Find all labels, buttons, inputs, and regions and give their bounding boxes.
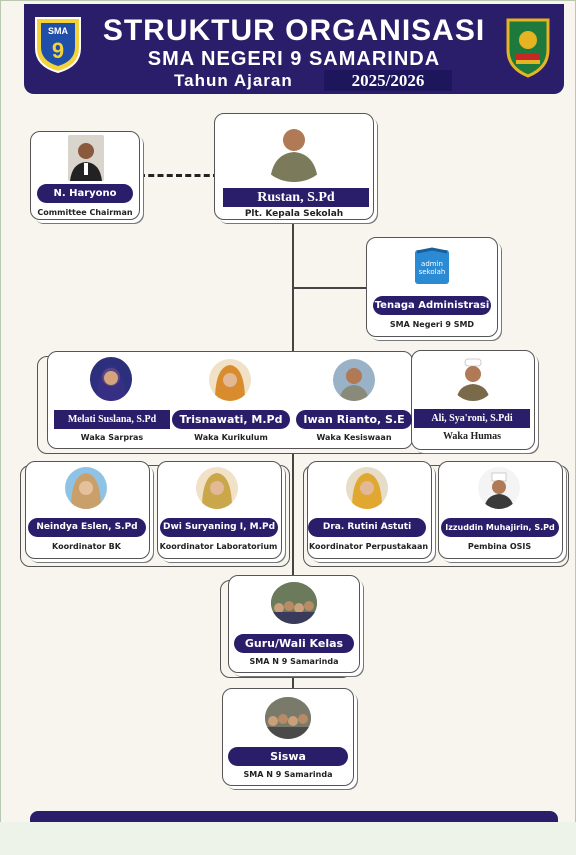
waka-role-2: Waka Kurikulum (194, 433, 268, 442)
year-label: Tahun Ajaran (174, 71, 293, 90)
committee-role: Committee Chairman (37, 208, 133, 217)
coordinator-photo-3 (346, 467, 388, 509)
coordinator-name-2: Dwi Suryaning I, M.Pd (160, 518, 278, 537)
students-name: Siswa (228, 747, 348, 766)
waka-name-2: Trisnawati, M.Pd (172, 410, 290, 429)
bottom-margin (0, 822, 576, 855)
waka-photo-2 (209, 359, 251, 401)
waka-photo-4 (450, 355, 496, 401)
waka-photo-3 (333, 359, 375, 401)
principal-photo (258, 118, 330, 182)
waka-name-4: Ali, Sya'roni, S.Pdi (414, 409, 530, 428)
students-card: Siswa SMA N 9 Samarinda (222, 688, 354, 786)
waka-role-3: Waka Kesiswaan (316, 433, 392, 442)
admin-role: SMA Negeri 9 SMD (389, 320, 475, 329)
svg-text:admin: admin (421, 260, 443, 268)
teachers-name: Guru/Wali Kelas (234, 634, 354, 653)
coordinator-name-4: Izzuddin Muhajirin, S.Pd (441, 518, 559, 537)
teachers-students-connector (292, 672, 294, 692)
province-emblem-icon (502, 14, 554, 78)
page-subtitle: SMA NEGERI 9 SAMARINDA (147, 48, 441, 70)
teachers-role: SMA N 9 Samarinda (249, 657, 339, 666)
students-photo (265, 697, 311, 739)
coordinator-name-3: Dra. Rutini Astuti (308, 518, 426, 537)
waka-role-4: Waka Humas (442, 431, 502, 442)
admin-connector (292, 287, 366, 289)
principal-card: Rustan, S.Pd Plt. Kepala Sekolah (214, 113, 374, 220)
waka-name-1: Melati Suslana, S.Pd (54, 410, 170, 429)
coordinator-photo-4 (478, 467, 520, 509)
coordinator-name-1: Neindya Eslen, S.Pd (28, 518, 146, 537)
coordinator-photo-2 (196, 467, 238, 509)
teachers-photo (271, 582, 317, 624)
header-banner: SMA 9 STRUKTUR ORGANISASI SMA NEGERI 9 S… (24, 4, 564, 94)
waka-name-3: Iwan Rianto, S.E (296, 410, 412, 429)
coordinator-role-4: Pembina OSIS (467, 542, 532, 551)
school-logo-icon: SMA 9 (32, 14, 84, 74)
principal-name: Rustan, S.Pd (223, 188, 369, 207)
footer-banner (30, 811, 558, 825)
year-value: 2025/2026 (324, 70, 452, 91)
coordinator-role-2: Koordinator Laboratorium (159, 542, 278, 551)
committee-connector (139, 174, 219, 177)
waka-photo-1 (90, 357, 132, 401)
coordinator-role-1: Koordinator BK (52, 542, 121, 551)
page-title: STRUKTUR ORGANISASI (102, 14, 486, 47)
principal-role: Plt. Kepala Sekolah (244, 209, 344, 219)
svg-text:9: 9 (52, 38, 64, 63)
svg-text:SMA: SMA (48, 26, 69, 36)
coordinator-photo-1 (65, 467, 107, 509)
committee-name: N. Haryono (37, 184, 133, 203)
coordinator-role-3: Koordinator Perpustakaan (308, 542, 429, 551)
svg-text:sekolah: sekolah (419, 268, 446, 276)
admin-name: Tenaga Administrasi (373, 296, 491, 315)
teachers-card: Guru/Wali Kelas SMA N 9 Samarinda (228, 575, 360, 673)
committee-photo (68, 135, 104, 181)
waka-role-1: Waka Sarpras (80, 433, 144, 442)
students-role: SMA N 9 Samarinda (243, 770, 333, 779)
committee-card: N. Haryono Committee Chairman (30, 131, 140, 220)
